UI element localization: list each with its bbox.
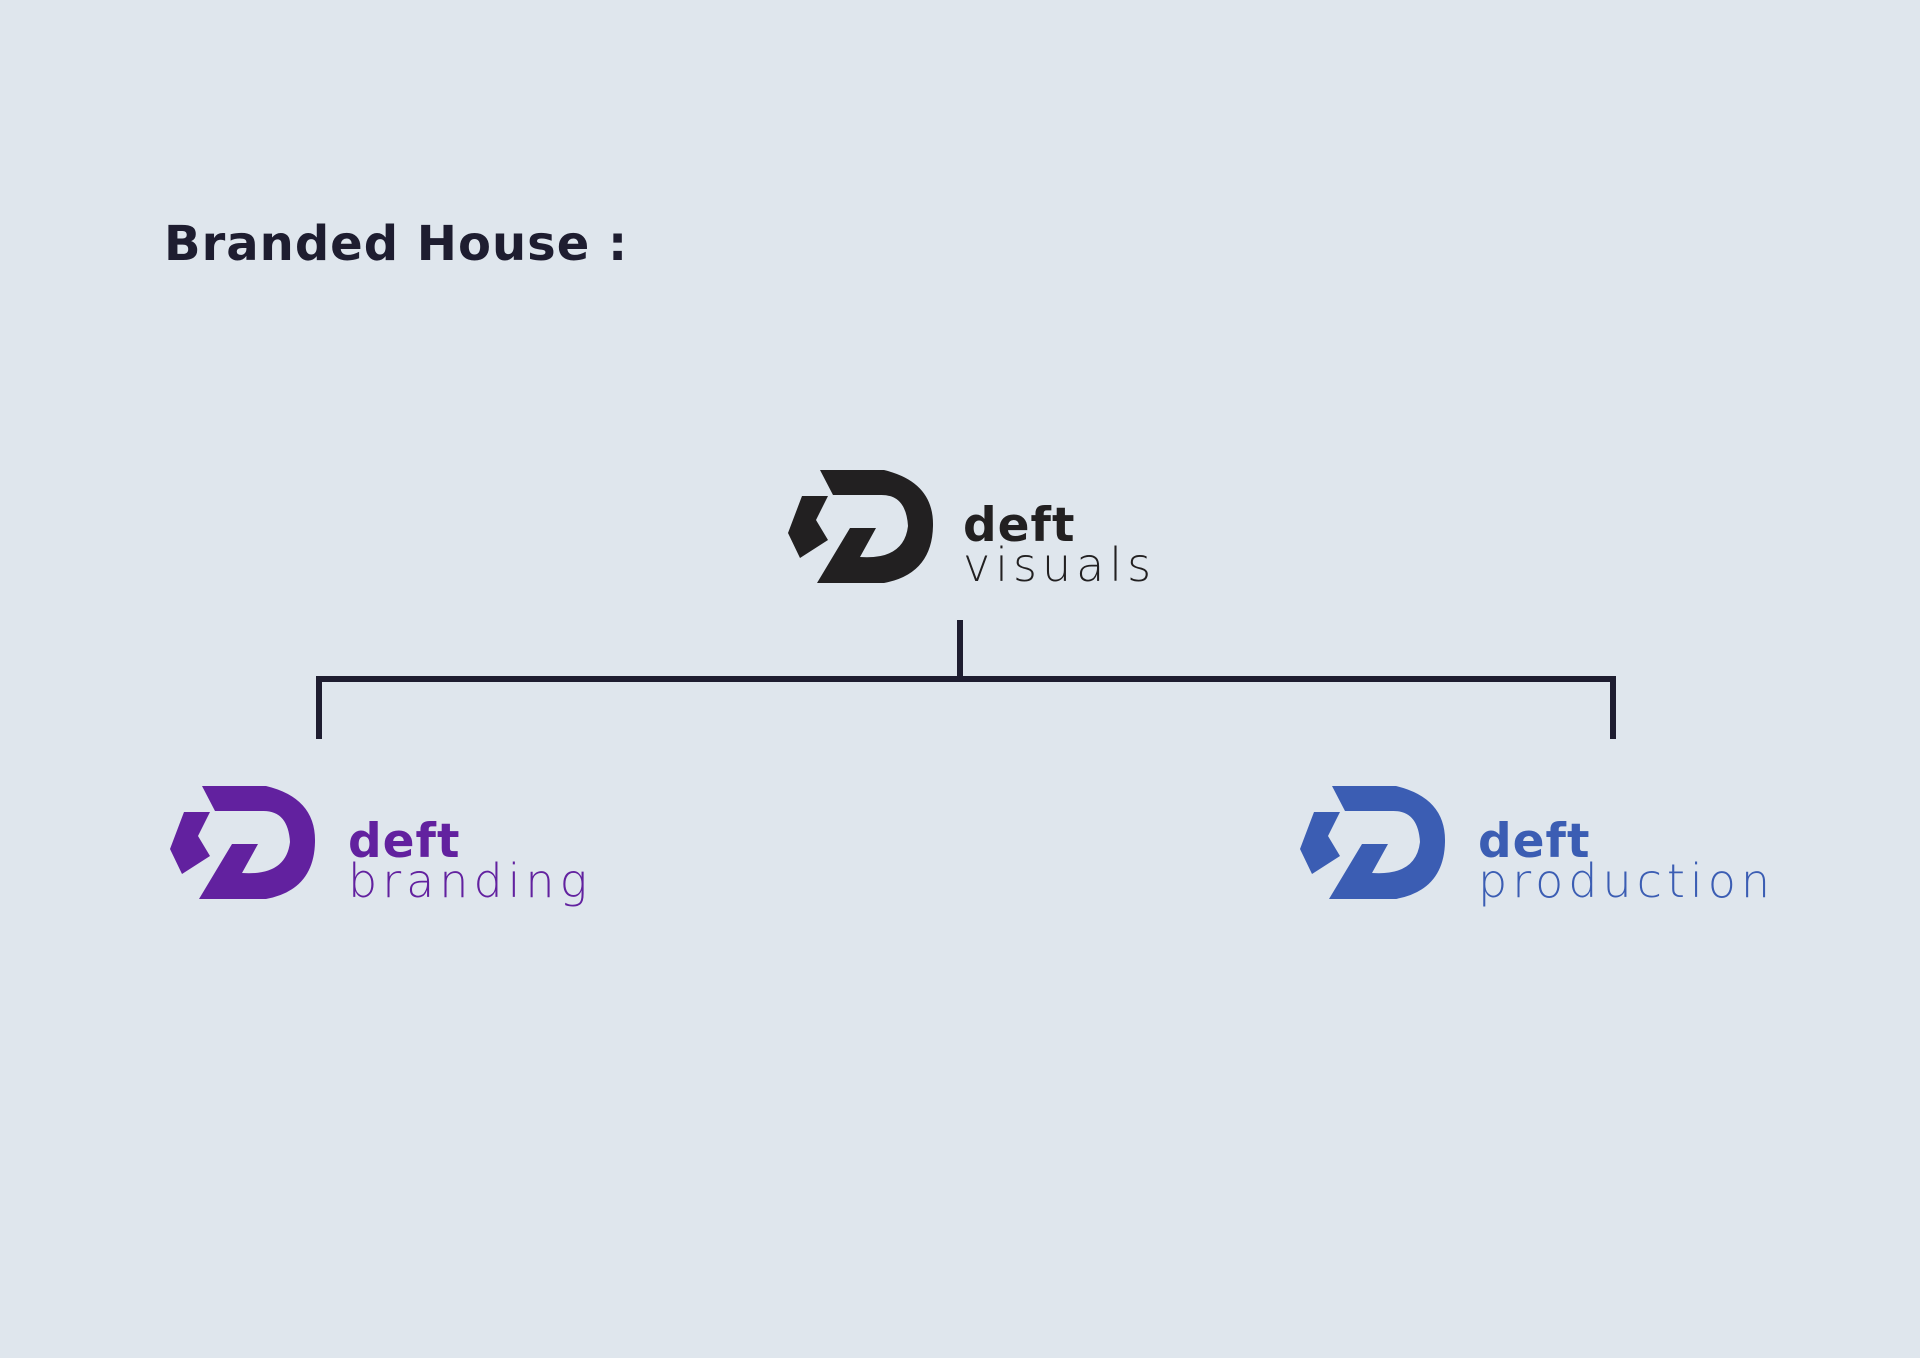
brand-name-line2: branding [348,854,593,908]
d-mark-bowl [1329,786,1446,899]
child-brand-logo-branding: deft branding [170,786,590,916]
connector-bar [316,676,1616,739]
d-mark-chevron [1300,812,1340,874]
brand-name-line1: deft [1478,814,1591,869]
child-brand-logo-production: deft production [1300,786,1770,916]
brand-name-line2: visuals [963,538,1157,592]
parent-brand-logo: deft visuals [788,470,1151,590]
brand-name-line1: deft [963,498,1076,553]
deft-d-mark-icon [788,470,934,583]
d-mark-shape [1300,786,1446,899]
d-mark-chevron [170,812,210,874]
d-mark-chevron [788,496,828,558]
d-mark-shape [788,470,934,583]
d-mark-shape [170,786,316,899]
brand-name-line1: deft [348,814,461,869]
brand-name-line2: production [1478,854,1776,908]
d-mark-bowl [817,470,934,583]
page-title: Branded House : [164,216,629,272]
d-mark-bowl [199,786,316,899]
deft-d-mark-icon [170,786,316,899]
deft-d-mark-icon [1300,786,1446,899]
